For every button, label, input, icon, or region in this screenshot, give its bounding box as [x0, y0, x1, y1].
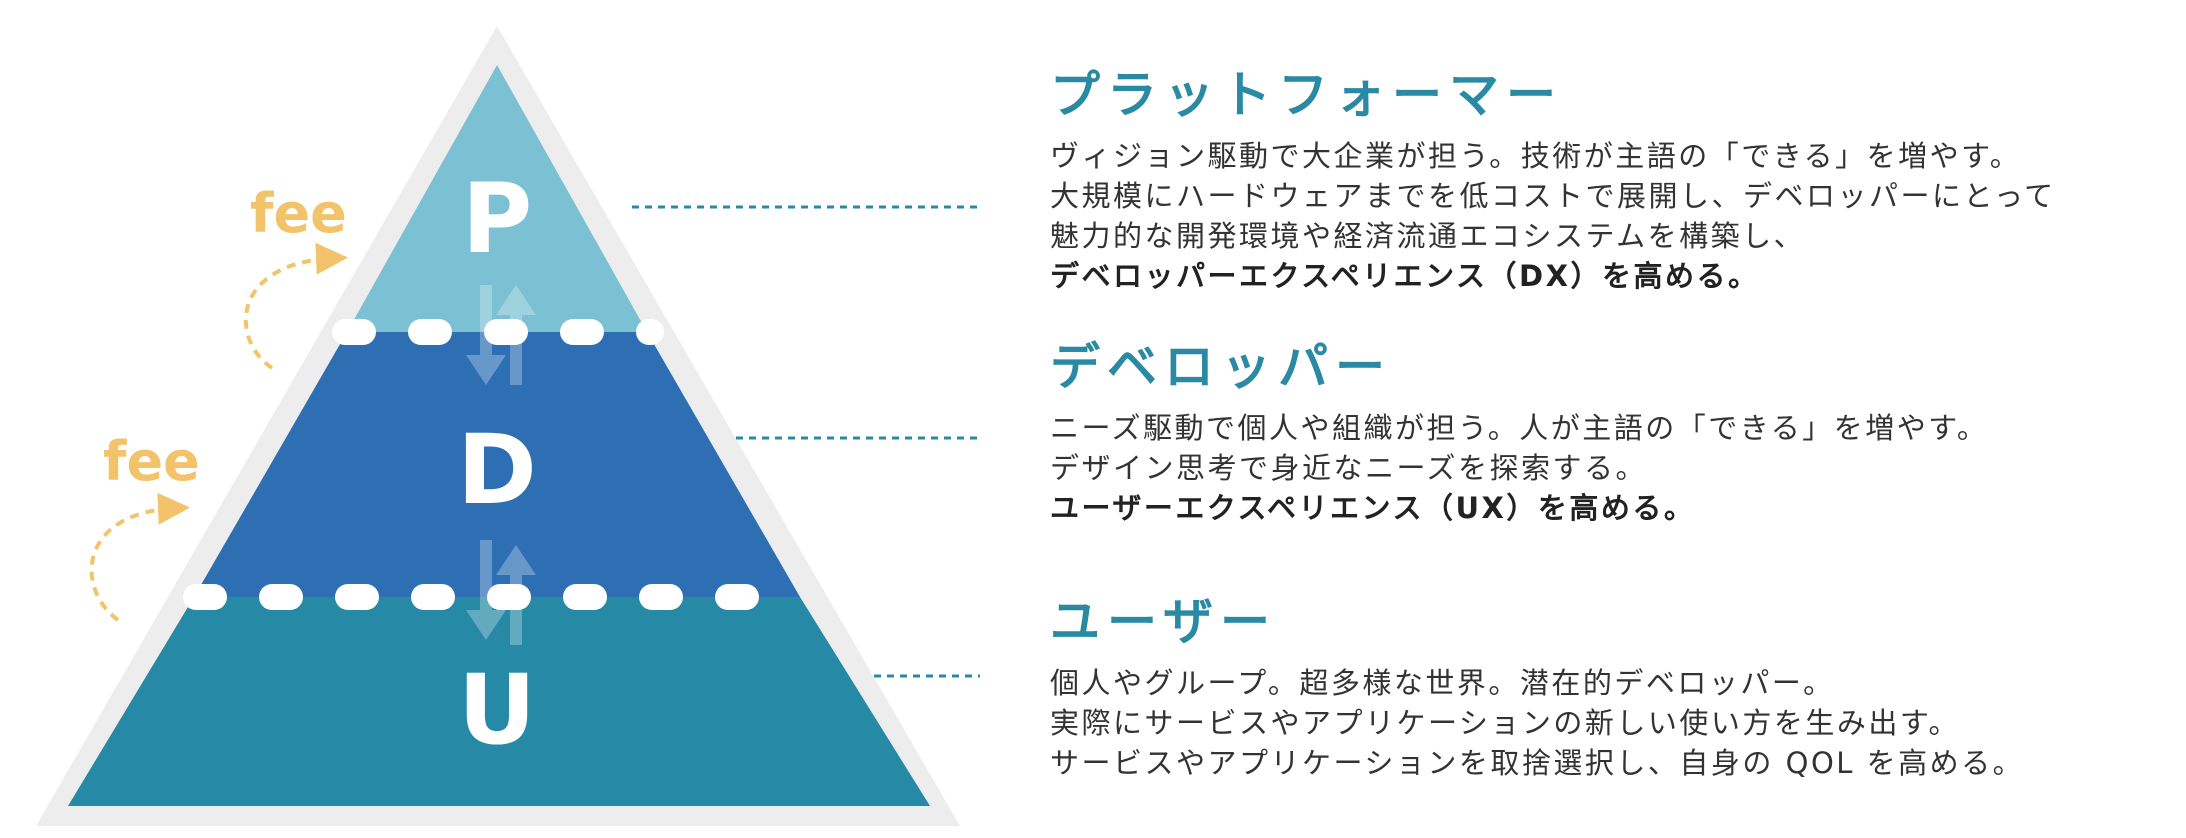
- user-line: 個人やグループ。超多様な世界。潜在的デベロッパー。: [1050, 666, 1835, 700]
- developer-section: デベロッパー ニーズ駆動で個人や組織が担う。人が主語の「できる」を増やす。 デザ…: [1050, 342, 1988, 528]
- fee-label-upper: fee: [250, 182, 347, 245]
- fee-label-lower: fee: [103, 430, 200, 493]
- fee-arrow-upper: [243, 242, 348, 370]
- user-section: ユーザー 個人やグループ。超多様な世界。潜在的デベロッパー。 実際にサービスやア…: [1050, 597, 2024, 783]
- user-title: ユーザー: [1050, 593, 1277, 651]
- platformer-emphasis: デベロッパーエクスペリエンス（DX）を高める。: [1050, 259, 1760, 293]
- tier-label-d: D: [457, 414, 537, 526]
- user-line: サービスやアプリケーションを取捨選択し、自身の QOL を高める。: [1050, 746, 2025, 780]
- platformer-line: ヴィジョン駆動で大企業が担う。技術が主語の「できる」を増やす。: [1050, 139, 2022, 173]
- user-line: 実際にサービスやアプリケーションの新しい使い方を生み出す。: [1050, 706, 1961, 740]
- developer-line: ニーズ駆動で個人や組織が担う。人が主語の「できる」を増やす。: [1050, 411, 1989, 445]
- developer-title: デベロッパー: [1050, 338, 1392, 396]
- tier-p: [347, 65, 647, 332]
- flow-arrows-upper: [466, 285, 536, 385]
- flow-arrows-lower: [466, 540, 536, 645]
- tier-u: [68, 597, 930, 806]
- platformer-line: 大規模にハードウェアまでを低コストで展開し、デベロッパーにとって: [1050, 179, 2056, 213]
- developer-line: デザイン思考で身近なニーズを探索する。: [1050, 451, 1648, 485]
- tier-label-u: U: [458, 654, 536, 766]
- developer-emphasis: ユーザーエクスペリエンス（UX）を高める。: [1050, 491, 1696, 525]
- tier-label-p: P: [462, 163, 532, 275]
- tier-d: [194, 332, 800, 597]
- platformer-line: 魅力的な開発環境や経済流通エコシステムを構築し、: [1050, 219, 1806, 253]
- platformer-title: プラットフォーマー: [1050, 66, 1563, 124]
- platformer-section: プラットフォーマー ヴィジョン駆動で大企業が担う。技術が主語の「できる」を増やす…: [1050, 70, 2056, 296]
- fee-arrow-lower: [89, 492, 190, 622]
